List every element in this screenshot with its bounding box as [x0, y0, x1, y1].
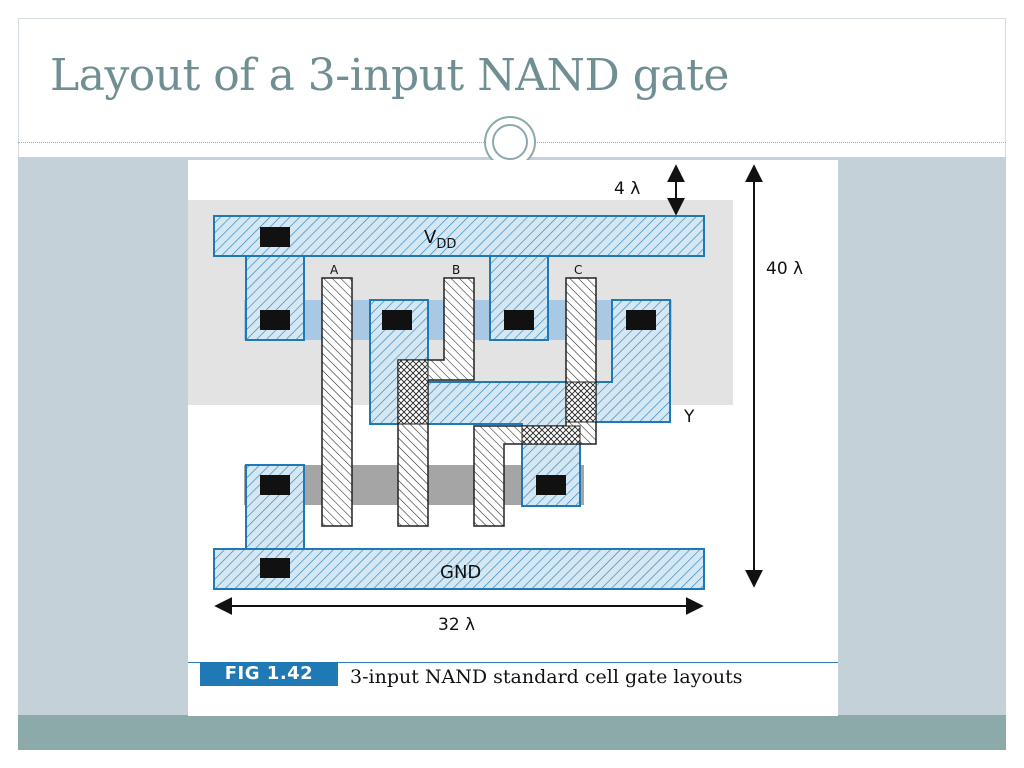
dim-top-gap-label: 4 λ	[614, 179, 640, 199]
vdd-rail	[213, 215, 705, 257]
crossover-b	[397, 359, 429, 425]
gnd-rail	[213, 548, 705, 590]
slide-title: Layout of a 3-input NAND gate	[50, 50, 729, 101]
ornament-circle-icon	[484, 116, 536, 168]
footer-band	[18, 715, 1006, 750]
layout-diagram: VDD GND A B C Y 4 λ 40 λ 32 λ	[188, 164, 803, 635]
vdd-label: VDD	[424, 227, 456, 252]
input-label-b: B	[452, 263, 460, 277]
poly-gate-a	[321, 277, 353, 527]
contact	[536, 475, 566, 495]
caption-rule	[188, 662, 838, 663]
input-label-c: C	[574, 263, 582, 277]
contact	[260, 310, 290, 330]
contact	[260, 475, 290, 495]
crossover-c	[565, 381, 597, 423]
dim-height-label: 40 λ	[766, 259, 803, 279]
contact	[382, 310, 412, 330]
input-label-a: A	[330, 263, 339, 277]
poly-gate-b	[397, 277, 475, 527]
figure-number-badge: FIG 1.42	[200, 662, 338, 686]
contact	[260, 558, 290, 578]
contact	[504, 310, 534, 330]
contact	[260, 227, 290, 247]
output-label-y: Y	[683, 407, 695, 427]
nand-layout-figure: VDD GND A B C Y 4 λ 40 λ 32 λ FIG 1.42 3…	[188, 160, 838, 716]
dim-width-label: 32 λ	[438, 615, 475, 635]
crossover-c-bridge	[521, 425, 581, 445]
figure-caption: 3-input NAND standard cell gate layouts	[350, 666, 743, 688]
contact	[626, 310, 656, 330]
gnd-label: GND	[440, 562, 481, 583]
